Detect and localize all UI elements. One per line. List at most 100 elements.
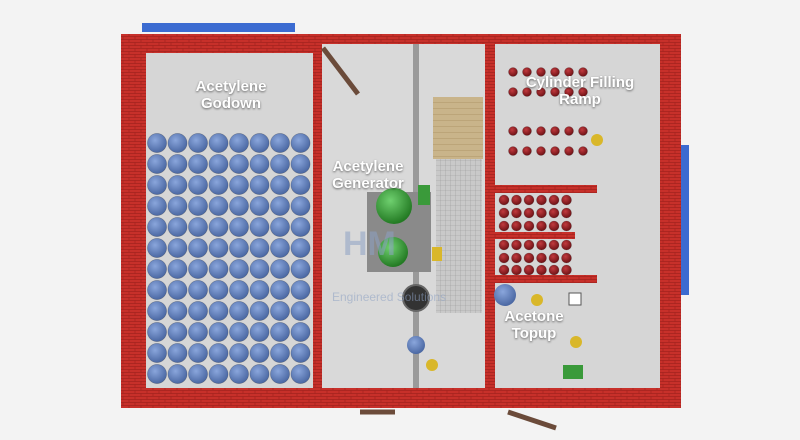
- cylinder-top-icon: [188, 280, 208, 300]
- ramp-divider-1: [495, 185, 597, 193]
- cylinder-top-icon: [290, 238, 311, 258]
- door-bottom-right[interactable]: [507, 409, 557, 431]
- cylinder-top-icon: [147, 343, 167, 363]
- cylinder-top-icon: [229, 343, 249, 363]
- cylinder-top-icon: [208, 343, 229, 363]
- gas-cylinder-icon: [523, 207, 535, 219]
- cylinder-top-icon: [290, 217, 311, 237]
- door-generator[interactable]: [321, 46, 360, 96]
- gas-cylinder-icon: [523, 220, 535, 232]
- cylinder-top-icon: [249, 238, 270, 258]
- gas-cylinder-icon: [564, 146, 574, 156]
- cylinder-top-icon: [229, 259, 249, 279]
- cylinder-top-icon: [167, 259, 188, 279]
- gas-cylinder-icon: [536, 264, 547, 276]
- label-line: Ramp: [559, 91, 601, 108]
- cylinder-top-icon: [229, 154, 249, 174]
- gas-cylinder-icon: [511, 207, 522, 219]
- gas-cylinder-icon: [564, 67, 574, 77]
- cylinder-top-icon: [167, 133, 188, 153]
- cylinder-top-icon: [270, 322, 290, 342]
- cylinder-top-icon: [249, 133, 270, 153]
- cylinder-top-icon: [208, 301, 229, 321]
- cylinder-top-icon: [270, 259, 290, 279]
- cylinder-top-icon: [147, 133, 167, 153]
- cylinder-top-icon: [188, 175, 208, 195]
- cylinder-top-icon: [147, 175, 167, 195]
- cylinder-top-icon: [290, 175, 311, 195]
- cylinder-top-icon: [167, 196, 188, 216]
- cylinder-top-icon: [208, 238, 229, 258]
- gas-cylinder-icon: [550, 67, 560, 77]
- cylinder-top-icon: [249, 196, 270, 216]
- generator-pipe: [418, 185, 430, 205]
- window-right: [680, 145, 689, 295]
- cylinder-top-icon: [147, 217, 167, 237]
- label-cylinder-filling-ramp: Cylinder Filling Ramp: [510, 74, 650, 108]
- cylinder-top-icon: [270, 238, 290, 258]
- cylinder-top-icon: [249, 217, 270, 237]
- label-line: Acetone: [504, 308, 564, 325]
- cylinder-top-icon: [290, 133, 311, 153]
- cylinder-top-icon: [188, 364, 208, 384]
- cylinder-top-icon: [167, 217, 188, 237]
- gas-cylinder-icon: [548, 252, 560, 264]
- gas-cylinder-icon: [561, 239, 572, 251]
- gas-cylinder-icon: [523, 194, 535, 206]
- gas-cylinder-icon: [548, 207, 560, 219]
- yellow-valve-icon: [426, 359, 438, 371]
- cylinder-top-icon: [208, 259, 229, 279]
- acetone-topup-equipment: [494, 134, 603, 379]
- cylinder-top-icon: [229, 217, 249, 237]
- gas-cylinder-icon: [511, 252, 522, 264]
- gas-cylinder-icon: [511, 220, 522, 232]
- gas-cylinder-icon: [498, 194, 510, 206]
- control-box: [568, 292, 582, 306]
- cylinder-top-icon: [270, 343, 290, 363]
- blue-drum: [407, 336, 425, 354]
- cylinder-top-icon: [290, 322, 311, 342]
- label-line: Cylinder Filling: [525, 74, 635, 91]
- gas-cylinder-icon: [561, 220, 572, 232]
- gas-cylinder-icon: [508, 67, 518, 77]
- label-line: Generator: [332, 175, 404, 192]
- cylinder-top-icon: [249, 301, 270, 321]
- yellow-valve-icon: [570, 336, 582, 348]
- cylinder-top-icon: [147, 364, 167, 384]
- gas-cylinder-icon: [536, 146, 546, 156]
- cylinder-top-icon: [270, 364, 290, 384]
- cylinder-top-icon: [290, 301, 311, 321]
- cylinder-top-icon: [290, 343, 311, 363]
- cylinder-top-icon: [270, 133, 290, 153]
- cylinder-top-icon: [167, 280, 188, 300]
- label-line: Acetylene: [332, 158, 404, 175]
- generator-tank-2: [378, 237, 408, 267]
- yellow-valve-icon: [591, 134, 603, 146]
- ramp-divider-3: [495, 275, 597, 283]
- cylinder-top-icon: [188, 322, 208, 342]
- cylinder-top-icon: [290, 196, 311, 216]
- cylinder-top-icon: [270, 196, 290, 216]
- cylinder-top-icon: [208, 196, 229, 216]
- yellow-valve-icon: [432, 247, 442, 261]
- label-acetylene-godown: Acetylene Godown: [176, 78, 286, 112]
- cylinder-top-icon: [188, 301, 208, 321]
- gas-cylinder-icon: [522, 87, 532, 97]
- cylinder-top-icon: [188, 196, 208, 216]
- acetylene-generator-equipment: [367, 185, 442, 371]
- cylinder-top-icon: [188, 343, 208, 363]
- gas-cylinder-icon: [523, 239, 535, 251]
- cylinder-top-icon: [147, 196, 167, 216]
- cylinder-top-icon: [188, 259, 208, 279]
- partition-wall-1: [313, 44, 322, 388]
- cylinder-top-icon: [229, 301, 249, 321]
- gas-cylinder-icon: [550, 146, 560, 156]
- generator-drum: [402, 284, 430, 312]
- cylinder-top-icon: [147, 322, 167, 342]
- gas-cylinder-icon: [561, 252, 572, 264]
- cylinder-top-icon: [188, 217, 208, 237]
- gas-cylinder-icon: [548, 264, 560, 276]
- cylinder-top-icon: [290, 154, 311, 174]
- watermark-logo: HM: [343, 225, 396, 263]
- gas-cylinder-icon: [561, 207, 572, 219]
